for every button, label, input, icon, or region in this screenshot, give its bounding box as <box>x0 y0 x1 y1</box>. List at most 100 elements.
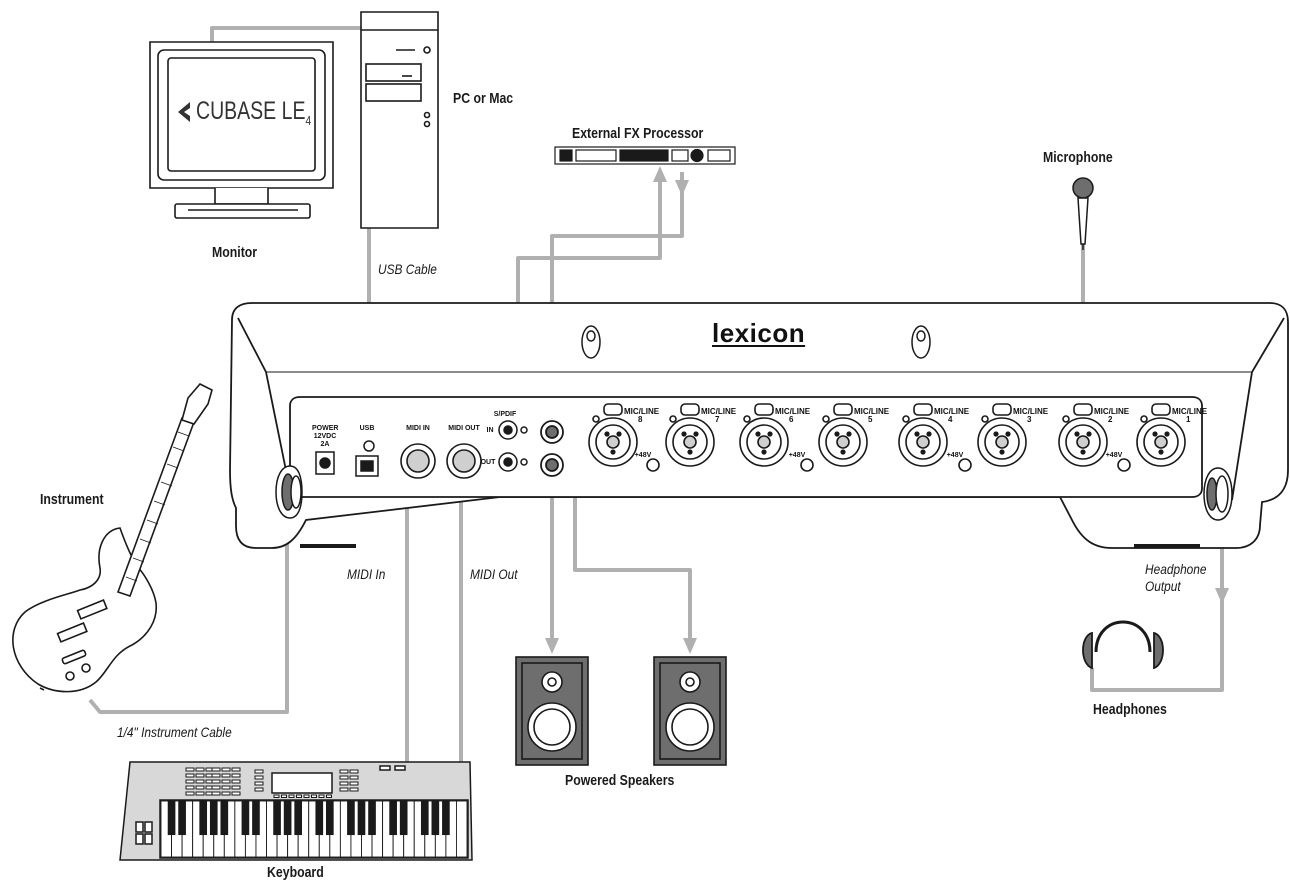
black-key <box>283 800 292 836</box>
control-button <box>349 775 359 780</box>
control-button <box>231 767 241 772</box>
control-button <box>318 794 325 798</box>
microphone <box>1072 177 1094 250</box>
combo-input-1 <box>1136 403 1186 467</box>
combo-input-6 <box>739 403 814 472</box>
black-key <box>167 800 176 836</box>
black-key <box>294 800 302 836</box>
external-fx-processor <box>554 146 736 165</box>
black-key <box>431 800 440 836</box>
spdif-ports <box>498 420 528 472</box>
label-keyboard: Keyboard <box>267 864 324 881</box>
midi-out-port <box>446 443 482 479</box>
black-key <box>178 800 186 836</box>
black-key <box>368 800 376 836</box>
black-key <box>357 800 366 836</box>
usb-port <box>355 440 379 477</box>
control-button <box>339 781 349 786</box>
black-key <box>442 800 450 836</box>
side-jacks-left <box>275 465 303 519</box>
keyboard-display <box>271 772 333 794</box>
guitar-frets <box>125 431 190 582</box>
control-button <box>221 773 231 778</box>
label-midi-out: MIDI Out <box>470 566 518 582</box>
control-button <box>185 767 195 772</box>
control-button <box>339 769 349 774</box>
combo-inputs <box>588 403 1186 472</box>
control-button <box>221 785 231 790</box>
spdif-label: S/PDIF <box>493 411 517 418</box>
control-button <box>254 781 264 786</box>
control-button <box>254 787 264 792</box>
label-headphones: Headphones <box>1093 701 1167 718</box>
spdif-out-label: OUT <box>480 459 496 466</box>
control-button <box>231 773 241 778</box>
control-button <box>231 791 241 796</box>
black-key <box>220 800 229 836</box>
control-button <box>273 794 280 798</box>
control-button <box>288 794 295 798</box>
control-button <box>281 794 287 798</box>
midi-in-label: MIDI IN <box>406 425 430 432</box>
instrument-cable <box>88 490 289 714</box>
black-key <box>315 800 324 836</box>
control-button <box>211 791 221 796</box>
black-key <box>399 800 408 836</box>
headphones-icon <box>1082 620 1164 670</box>
control-button <box>221 767 231 772</box>
power-label: POWER 12VDC 2A <box>312 425 339 448</box>
control-button <box>339 787 349 792</box>
black-key <box>347 800 355 836</box>
control-button <box>231 785 241 790</box>
keyboard-keys <box>160 800 468 858</box>
guitar-headstock <box>181 383 213 425</box>
control-button <box>349 787 359 792</box>
arrow-speaker-left <box>545 638 559 654</box>
phantom-power-label-8-7: +48V <box>634 452 652 459</box>
pc-tower <box>360 11 439 229</box>
phantom-power-label-2-1: +48V <box>1105 452 1123 459</box>
control-button <box>195 779 205 784</box>
control-button <box>211 779 221 784</box>
phantom-power-label-6-5: +48V <box>788 452 806 459</box>
control-button <box>254 769 264 774</box>
black-key <box>273 800 281 836</box>
control-button <box>185 791 195 796</box>
rack-ears <box>581 325 931 359</box>
label-pc-or-mac: PC or Mac <box>453 90 514 107</box>
control-button <box>303 794 310 798</box>
control-button <box>185 773 195 778</box>
control-button <box>326 794 332 798</box>
combo-input-5 <box>818 403 868 467</box>
combo-input-4 <box>898 403 972 472</box>
control-button <box>185 785 195 790</box>
combo-input-7 <box>665 403 715 467</box>
monitor <box>149 41 334 219</box>
control-button <box>211 773 221 778</box>
control-button <box>349 781 359 786</box>
black-key <box>326 800 334 836</box>
label-midi-in: MIDI In <box>347 566 386 582</box>
control-button <box>349 769 359 774</box>
cable-arrows <box>545 166 1229 654</box>
control-button <box>195 767 205 772</box>
power-jack <box>315 451 335 475</box>
combo-input-2 <box>1058 403 1131 472</box>
label-usb-cable: USB Cable <box>378 261 437 277</box>
control-button <box>311 794 317 798</box>
main-output-jacks <box>540 420 564 477</box>
label-monitor: Monitor <box>212 244 258 261</box>
black-key <box>420 800 429 836</box>
midi-in-port <box>400 443 436 479</box>
usb-label: USB <box>359 425 375 432</box>
label-instrument: Instrument <box>40 491 104 508</box>
black-key <box>389 800 397 836</box>
control-button <box>221 779 231 784</box>
